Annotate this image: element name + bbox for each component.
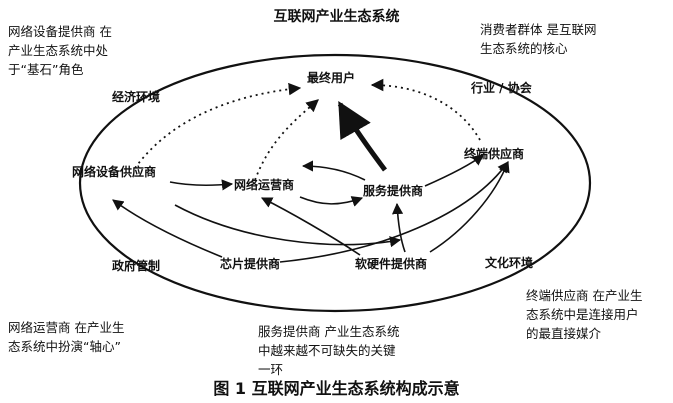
note-terminal-role: 终端供应商 在产业生 态系统中是连接用户 的最直接媒介 xyxy=(526,288,643,341)
node-terminal-supplier: 终端供应商 xyxy=(464,147,525,161)
edge-terminal-to-user xyxy=(370,78,481,141)
env-economic: 经济环境 xyxy=(112,90,161,104)
note-service-role: 服务提供商 产业生态系统 中越来越不可缺失的关键 一环 xyxy=(258,324,400,377)
edge-service-to-operator xyxy=(301,160,366,181)
edge-hwsw-to-service xyxy=(391,202,406,253)
node-hw-sw-provider: 软硬件提供商 xyxy=(355,257,428,271)
node-network-equipment: 网络设备供应商 xyxy=(72,165,157,179)
figure-caption: 图 1 互联网产业生态系统构成示意 xyxy=(213,379,460,398)
ecosystem-boundary xyxy=(78,53,592,313)
node-chip-provider: 芯片提供商 xyxy=(220,257,281,271)
edge-operator-to-service xyxy=(299,196,364,207)
note-consumer-core: 消费者群体 是互联网 生态系统的核心 xyxy=(480,22,597,56)
edge-equipment-to-hwsw xyxy=(174,204,402,248)
edge-operator-to-user xyxy=(254,99,319,181)
edge-service-to-terminal xyxy=(424,154,484,187)
env-culture: 文化环境 xyxy=(485,256,534,270)
edge-chip-to-equipment xyxy=(112,199,223,258)
diagram-title: 互联网产业生态系统 xyxy=(273,9,400,25)
edge-hwsw-to-terminal xyxy=(429,160,510,253)
env-industry: 行业 / 协会 xyxy=(471,81,532,95)
node-end-user: 最终用户 xyxy=(307,71,356,85)
node-network-operator: 网络运营商 xyxy=(234,178,295,192)
node-service-provider: 服务提供商 xyxy=(363,184,424,198)
edge-service-to-user xyxy=(337,100,388,172)
edge-hwsw-to-operator xyxy=(260,197,361,256)
env-government: 政府管制 xyxy=(112,259,161,273)
edge-equipment-to-operator xyxy=(169,179,234,191)
note-equipment-role: 网络设备提供商 在 产业生态系统中处 于“基石”角色 xyxy=(8,24,112,77)
edge-chip-to-terminal xyxy=(279,161,509,263)
note-operator-role: 网络运营商 在产业生 态系统中扮演“轴心” xyxy=(8,320,125,354)
